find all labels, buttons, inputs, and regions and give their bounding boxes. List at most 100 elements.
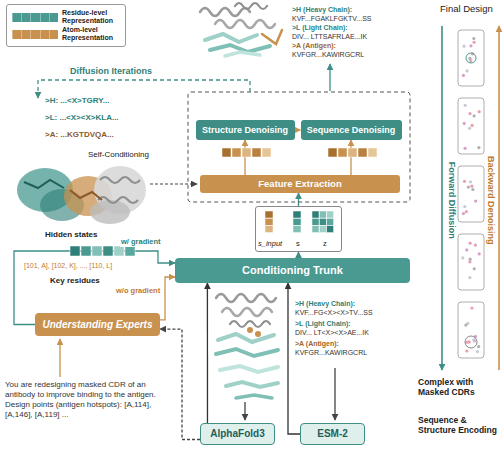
- z-matrix: [319, 226, 326, 233]
- vector-label: Key residues: [50, 276, 100, 285]
- noise-dot: [466, 69, 469, 72]
- diffusion-direction-arrow: [442, 26, 499, 370]
- protein-structure: [205, 34, 257, 42]
- z-matrix: [327, 218, 334, 225]
- sequence-text: KVFGR...KAWIRGCRL: [292, 51, 364, 59]
- antibody-antigen-structure: [247, 327, 253, 333]
- output-arrow: [329, 64, 330, 91]
- connector: [350, 140, 351, 175]
- node-text: z: [323, 240, 327, 249]
- atom-vector: [328, 148, 337, 157]
- protein-structure: [200, 3, 282, 56]
- noise-dot: [474, 199, 477, 202]
- diffusion-state-box: [458, 302, 484, 358]
- prompt-arrow: [59, 339, 60, 377]
- s-bar: [293, 218, 301, 225]
- atom-vector: [358, 148, 367, 157]
- noise-dot: [472, 114, 475, 117]
- noise-dot: [465, 210, 468, 213]
- noise-dot: [476, 350, 479, 353]
- z-matrix: [312, 211, 319, 218]
- z-matrix: [319, 218, 326, 225]
- sequence-text: KVF...FGAKLFGKTV...SS: [292, 15, 372, 23]
- trunk-box: Conditioning Trunk: [175, 258, 410, 283]
- noise-dot: [478, 110, 481, 113]
- atom-vector: [262, 148, 271, 157]
- noise-dot: [469, 180, 472, 183]
- node-text: Sequence Denoising: [307, 125, 396, 135]
- diffusion-state-box: [458, 166, 484, 222]
- diffusion-state-box: [458, 98, 484, 154]
- encoding-arrow: [244, 402, 245, 420]
- masked-cdr-dot: [472, 338, 476, 342]
- noise-dot: [469, 242, 472, 245]
- noise-dot: [473, 267, 476, 270]
- atom-vector: [348, 148, 357, 157]
- diffusion-direction-arrow: [498, 26, 500, 370]
- noise-dot: [472, 37, 475, 40]
- hidden-state-vector: [103, 246, 113, 256]
- z-matrix: [312, 226, 319, 233]
- hidden-state-vector: [114, 246, 124, 256]
- atom-vector: [368, 148, 377, 157]
- noise-dot: [463, 180, 466, 183]
- node-text: Conditioning Trunk: [242, 264, 343, 277]
- noise-dot: [474, 243, 477, 246]
- representation-group: s_inputsz: [255, 206, 342, 252]
- residue-list: [101, A], [102, K], ..., [110, L]: [24, 262, 112, 270]
- process-box: Feature Extraction: [200, 175, 400, 193]
- vector-label: Hidden states: [45, 230, 97, 239]
- antibody-antigen-structure: [216, 294, 278, 398]
- noise-dot: [462, 74, 465, 77]
- node-text: Structure Denoising: [202, 125, 288, 135]
- legend-text: Atom-level Representation: [62, 26, 120, 42]
- s-bar: [293, 226, 301, 233]
- noise-dot: [462, 45, 465, 48]
- chain-heading: >A (Antigen):: [292, 42, 336, 50]
- sequence-text: KVF...FG<X><X>TV...SS: [295, 309, 373, 317]
- antibody-antigen-structure: [216, 294, 276, 302]
- diffusion-loop: [38, 80, 250, 98]
- s-input-bar: [265, 218, 273, 225]
- panel-heading: Final Design: [440, 4, 493, 15]
- s-input-bar: [265, 211, 273, 218]
- node-text: Understanding Experts: [42, 319, 152, 331]
- node-text: ESM-2: [317, 428, 348, 440]
- denoising-block: [188, 92, 410, 202]
- hidden-state-vector: [81, 246, 91, 256]
- noise-dot: [468, 276, 471, 279]
- node-text: s_input: [258, 240, 282, 249]
- noise-dot: [477, 146, 480, 149]
- s-input-bar: [265, 226, 273, 233]
- edge-label: w/o gradient: [115, 287, 161, 296]
- s-bar: [293, 211, 301, 218]
- sequence-text: KVFGR...KAWIRGCRL: [295, 349, 367, 357]
- node-text: AlphaFold3: [210, 428, 264, 440]
- hidden-state-vector: [70, 246, 80, 256]
- protein-complex-cluster: [70, 190, 102, 200]
- protein-complex-cluster: [17, 166, 146, 224]
- encoding-arrow: [334, 368, 335, 420]
- masked-cdr-dot: [465, 336, 477, 348]
- antibody-antigen-structure: [220, 366, 278, 372]
- noise-dot: [472, 41, 475, 44]
- connector: [160, 329, 200, 439]
- noise-dot: [464, 324, 467, 327]
- hidden-state-vector: [125, 246, 135, 256]
- atom-vector: [232, 148, 241, 157]
- self-conditioning-arrow: [150, 183, 197, 184]
- antibody-antigen-structure: [236, 395, 272, 398]
- noise-dot: [463, 122, 466, 125]
- diffusion-direction-arrow: [441, 26, 443, 370]
- direction-label: Forward Diffusion: [446, 162, 456, 239]
- noise-dot: [468, 112, 471, 115]
- diffusion-state-box: [458, 30, 484, 86]
- sequence-text: >H: ...<X>TGRY...: [45, 96, 109, 105]
- atom-vector: [242, 148, 251, 157]
- structure-dot: [466, 53, 476, 63]
- noise-dot: [470, 307, 473, 310]
- protein-structure: [262, 30, 282, 44]
- antibody-antigen-structure: [216, 349, 278, 356]
- z-matrix: [327, 226, 334, 233]
